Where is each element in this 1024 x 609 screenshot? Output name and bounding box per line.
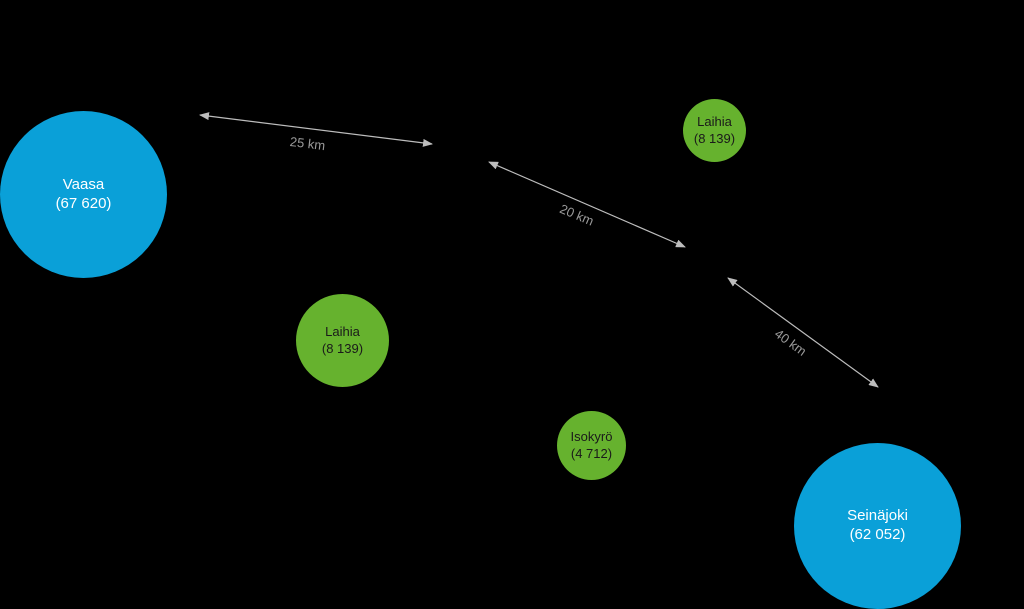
city-node-laihia: Laihia (8 139) — [683, 99, 746, 162]
city-node-seinajoki: Seinäjoki (62 052) — [794, 443, 961, 609]
city-name: Isokyrö — [570, 429, 613, 445]
distance-arrow-25km: 25 km — [199, 112, 433, 153]
distance-label: 40 km — [772, 326, 809, 359]
city-node-isokyro: Isokyrö (4 712) — [557, 411, 626, 480]
distance-arrow-20km: 20 km — [488, 161, 686, 248]
city-name: Laihia — [325, 324, 360, 340]
distance-label: 25 km — [289, 134, 326, 153]
city-population: (4 712) — [570, 445, 613, 461]
distance-label: 20 km — [558, 201, 596, 229]
city-population: (62 052) — [849, 526, 906, 543]
city-name: Seinäjoki — [847, 507, 908, 525]
city-population: (8 139) — [693, 130, 736, 146]
distance-arrow-40km: 40 km — [727, 277, 879, 388]
city-node-laihia: Laihia (8 139) — [296, 294, 389, 387]
city-population: (8 139) — [321, 340, 364, 356]
city-name: Vaasa — [62, 175, 105, 193]
city-population: (67 620) — [55, 194, 112, 212]
city-node-vaasa: Vaasa (67 620) — [0, 111, 167, 278]
city-name: Laihia — [697, 114, 732, 130]
